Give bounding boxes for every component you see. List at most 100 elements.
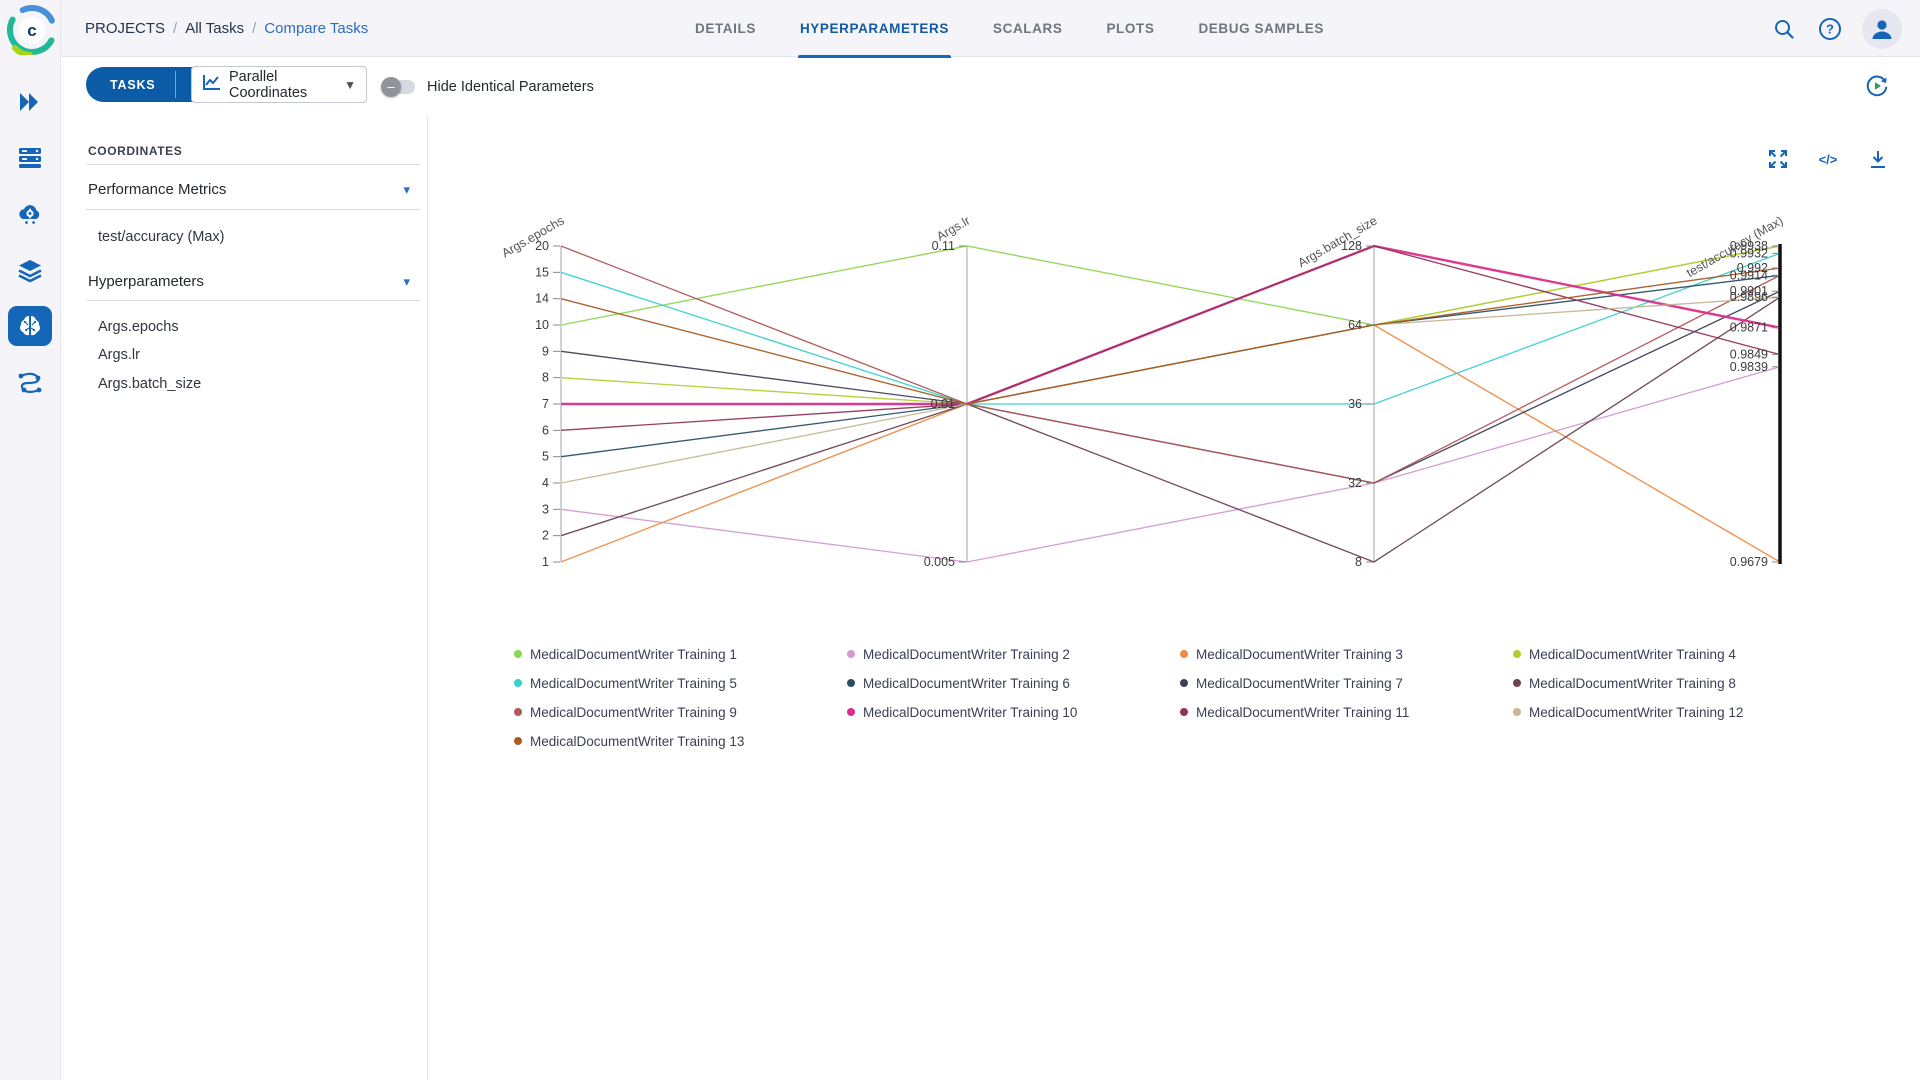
nav-rail: c bbox=[0, 0, 61, 1080]
legend-item[interactable]: MedicalDocumentWriter Training 7 bbox=[1180, 673, 1513, 693]
legend-color-dot bbox=[514, 737, 522, 745]
axis-tick-label: 0.9932 bbox=[1730, 246, 1768, 260]
download-icon[interactable] bbox=[1866, 147, 1890, 171]
cloud-gear-icon[interactable] bbox=[15, 200, 45, 230]
legend-color-dot bbox=[514, 650, 522, 658]
tab-debug-samples[interactable]: DEBUG SAMPLES bbox=[1198, 21, 1325, 36]
divider bbox=[86, 209, 420, 210]
legend-item[interactable]: MedicalDocumentWriter Training 4 bbox=[1513, 644, 1846, 664]
tasks-button[interactable]: TASKS bbox=[110, 77, 156, 92]
series-line bbox=[560, 274, 1781, 458]
axis-tick-label: 6 bbox=[542, 423, 549, 437]
series-line bbox=[560, 267, 1781, 405]
legend-series-name: MedicalDocumentWriter Training 13 bbox=[530, 733, 745, 749]
divider bbox=[86, 164, 420, 165]
tab-plots[interactable]: PLOTS bbox=[1106, 21, 1155, 36]
series-line bbox=[560, 245, 1781, 431]
axis-tick-label: 10 bbox=[535, 318, 549, 332]
legend-color-dot bbox=[847, 650, 855, 658]
legend-item[interactable]: MedicalDocumentWriter Training 6 bbox=[847, 673, 1180, 693]
axis-tick-label: 32 bbox=[1348, 476, 1362, 490]
axis-tick-label: 9 bbox=[542, 344, 549, 358]
legend-color-dot bbox=[514, 679, 522, 687]
param-item-args-epochs[interactable]: Args.epochs bbox=[98, 319, 179, 335]
chevron-down-icon: ▼ bbox=[344, 77, 356, 92]
refresh-icon[interactable] bbox=[1864, 73, 1890, 99]
embed-code-icon[interactable]: </> bbox=[1818, 151, 1838, 167]
section-performance-metrics[interactable]: Performance Metrics ▾ bbox=[88, 181, 422, 198]
breadcrumb-separator: / bbox=[252, 20, 257, 37]
button-divider bbox=[175, 71, 177, 98]
legend-series-name: MedicalDocumentWriter Training 8 bbox=[1529, 675, 1736, 691]
legend-series-name: MedicalDocumentWriter Training 2 bbox=[863, 646, 1070, 662]
maximize-icon[interactable] bbox=[1766, 147, 1790, 171]
help-icon[interactable]: ? bbox=[1816, 15, 1844, 43]
legend-series-name: MedicalDocumentWriter Training 5 bbox=[530, 675, 737, 691]
compare-toolbar: TASKS + Parallel Coordinates ▼ – Hide Id… bbox=[62, 58, 1920, 115]
legend-color-dot bbox=[847, 679, 855, 687]
expand-nav-icon[interactable] bbox=[15, 87, 45, 117]
section-label: Hyperparameters bbox=[88, 273, 204, 290]
series-line bbox=[560, 290, 1781, 484]
legend-color-dot bbox=[514, 708, 522, 716]
dashboard-servers-icon[interactable] bbox=[15, 143, 45, 173]
view-type-value: Parallel Coordinates bbox=[229, 68, 308, 101]
axis-tick-label: 0.01 bbox=[931, 397, 955, 411]
divider bbox=[86, 300, 420, 301]
series-line bbox=[560, 366, 1781, 563]
experiments-brain-icon[interactable] bbox=[8, 306, 52, 346]
legend-series-name: MedicalDocumentWriter Training 12 bbox=[1529, 704, 1744, 720]
breadcrumb-compare-tasks[interactable]: Compare Tasks bbox=[264, 20, 369, 37]
axis-tick-label: 14 bbox=[535, 292, 549, 306]
breadcrumb-all-tasks[interactable]: All Tasks bbox=[185, 20, 245, 37]
view-type-dropdown[interactable]: Parallel Coordinates ▼ bbox=[191, 66, 367, 103]
legend-color-dot bbox=[1513, 708, 1521, 716]
legend-series-name: MedicalDocumentWriter Training 6 bbox=[863, 675, 1070, 691]
series-line bbox=[560, 245, 1781, 484]
legend-item[interactable]: MedicalDocumentWriter Training 5 bbox=[514, 673, 847, 693]
hide-identical-toggle[interactable]: – bbox=[381, 76, 415, 97]
layers-icon[interactable] bbox=[15, 256, 45, 286]
axis-tick-label: 0.005 bbox=[924, 555, 955, 569]
pipelines-icon[interactable] bbox=[15, 368, 45, 398]
tab-scalars[interactable]: SCALARS bbox=[992, 21, 1063, 36]
legend-item[interactable]: MedicalDocumentWriter Training 12 bbox=[1513, 702, 1846, 722]
axis-tick-label: 0.11 bbox=[932, 239, 955, 253]
legend-item[interactable]: MedicalDocumentWriter Training 3 bbox=[1180, 644, 1513, 664]
legend-item[interactable]: MedicalDocumentWriter Training 8 bbox=[1513, 673, 1846, 693]
axis-tick-label: 0.9849 bbox=[1730, 348, 1768, 362]
tab-hyperparameters[interactable]: HYPERPARAMETERS bbox=[797, 0, 952, 58]
section-hyperparameters[interactable]: Hyperparameters ▾ bbox=[88, 273, 422, 290]
tab-details[interactable]: DETAILS bbox=[695, 21, 756, 36]
legend-item[interactable]: MedicalDocumentWriter Training 2 bbox=[847, 644, 1180, 664]
legend-item[interactable]: MedicalDocumentWriter Training 9 bbox=[514, 702, 847, 722]
tab-bar: DETAILS HYPERPARAMETERS SCALARS PLOTS DE… bbox=[695, 0, 1325, 58]
app-header: PROJECTS / All Tasks / Compare Tasks DET… bbox=[61, 0, 1920, 58]
legend-color-dot bbox=[847, 708, 855, 716]
axis-tick-label: 0.9938 bbox=[1730, 239, 1768, 253]
axis-tick-label: 2 bbox=[542, 529, 549, 543]
legend-color-dot bbox=[1513, 679, 1521, 687]
panel-title: COORDINATES bbox=[88, 144, 183, 158]
param-item-args-batch-size[interactable]: Args.batch_size bbox=[98, 376, 202, 392]
legend-item[interactable]: MedicalDocumentWriter Training 13 bbox=[514, 731, 847, 751]
axis-tick-label: 8 bbox=[542, 371, 549, 385]
series-line bbox=[560, 296, 1781, 563]
breadcrumb-projects[interactable]: PROJECTS bbox=[85, 20, 166, 37]
chevron-down-icon[interactable]: ▾ bbox=[403, 273, 410, 289]
axis-tick-label: 7 bbox=[542, 397, 549, 411]
param-item-args-lr[interactable]: Args.lr bbox=[98, 347, 140, 363]
clearml-logo[interactable]: c bbox=[7, 5, 57, 58]
legend-item[interactable]: MedicalDocumentWriter Training 10 bbox=[847, 702, 1180, 722]
legend-item[interactable]: MedicalDocumentWriter Training 11 bbox=[1180, 702, 1513, 722]
axis-tick-label: 8 bbox=[1355, 555, 1362, 569]
breadcrumb: PROJECTS / All Tasks / Compare Tasks bbox=[85, 0, 368, 57]
user-avatar[interactable] bbox=[1862, 8, 1902, 49]
axis-tick-label: 0.9871 bbox=[1730, 321, 1768, 335]
chevron-down-icon[interactable]: ▾ bbox=[403, 181, 410, 197]
search-icon[interactable] bbox=[1770, 15, 1798, 43]
metric-item-test-accuracy[interactable]: test/accuracy (Max) bbox=[98, 229, 225, 245]
series-legend: MedicalDocumentWriter Training 1 MedicalD… bbox=[514, 644, 1854, 751]
legend-item[interactable]: MedicalDocumentWriter Training 1 bbox=[514, 644, 847, 664]
